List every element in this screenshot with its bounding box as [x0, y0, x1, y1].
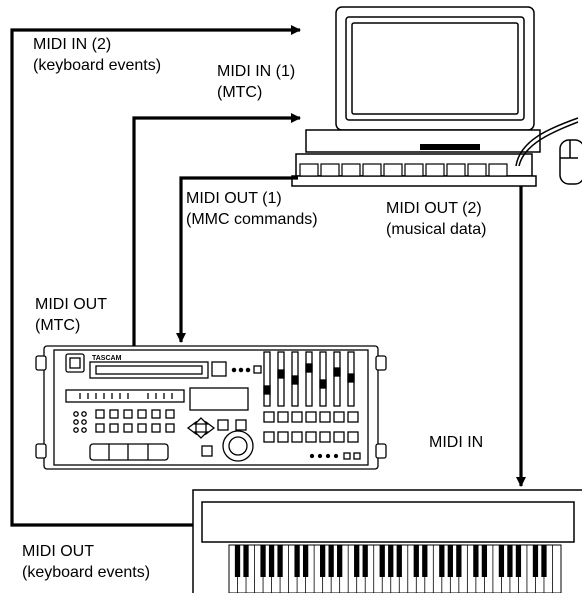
white-keys-bed [228, 544, 562, 593]
label-computer-midi-in-1-port: MIDI IN (1) [217, 63, 296, 80]
label-keyboard-midi-out-port: MIDI OUT [22, 543, 94, 560]
black-key [447, 545, 453, 577]
label-computer-midi-out-1-desc: (MMC commands) [186, 211, 318, 228]
label-computer-midi-out-1: MIDI OUT (1) (MMC commands) [186, 188, 318, 230]
label-keyboard-midi-out-desc: (keyboard events) [22, 564, 151, 581]
music-keyboard [192, 489, 582, 593]
cable-computer-out-1-to-recorder [176, 176, 298, 343]
computer [291, 6, 582, 187]
recorder-brand-label: TASCAM [92, 355, 122, 362]
black-key [541, 545, 547, 577]
black-key [532, 545, 539, 577]
black-key [320, 545, 326, 577]
black-key [277, 545, 283, 577]
label-keyboard-midi-in-port: MIDI IN [429, 434, 484, 451]
label-computer-midi-out-1-port: MIDI OUT (1) [186, 190, 282, 207]
black-key [243, 545, 249, 577]
multitrack-recorder: TASCAM [35, 345, 387, 470]
black-key [328, 545, 334, 577]
black-key [379, 545, 385, 577]
label-computer-midi-in-1: MIDI IN (1) (MTC) [217, 61, 295, 103]
computer-mouse [515, 117, 582, 185]
black-key [302, 545, 309, 577]
black-key [515, 545, 522, 577]
cable-keyboard-out-to-computer-in-2 [10, 25, 301, 527]
label-computer-midi-out-2-port: MIDI OUT (2) [386, 200, 482, 217]
black-key [422, 545, 428, 577]
black-key [396, 545, 402, 577]
black-key [439, 545, 445, 577]
label-computer-midi-in-2-desc: (keyboard events) [33, 57, 162, 74]
label-computer-midi-out-2: MIDI OUT (2) (musical data) [386, 198, 486, 240]
midi-cables [10, 25, 526, 527]
black-key [354, 545, 360, 577]
black-key [268, 545, 275, 577]
label-computer-midi-out-2-desc: (musical data) [386, 221, 487, 238]
black-key [413, 545, 419, 577]
black-key [498, 545, 505, 577]
black-key [337, 545, 343, 577]
black-key [294, 545, 300, 577]
black-key [260, 545, 266, 577]
black-key [473, 545, 479, 577]
piano-keys [228, 544, 562, 593]
computer-keyboard-unit [291, 153, 537, 187]
black-key [507, 545, 513, 577]
label-computer-midi-in-1-desc: (MTC) [217, 84, 263, 101]
computer-monitor [305, 6, 541, 153]
black-key [388, 545, 394, 577]
label-keyboard-midi-out: MIDI OUT (keyboard events) [22, 541, 150, 583]
black-key [456, 545, 462, 577]
black-key [234, 545, 241, 577]
label-computer-midi-in-2-port: MIDI IN (2) [33, 36, 112, 53]
label-keyboard-midi-in: MIDI IN [429, 432, 483, 453]
label-computer-midi-in-2: MIDI IN (2) (keyboard events) [33, 34, 161, 76]
label-recorder-midi-out: MIDI OUT (MTC) [35, 294, 107, 336]
black-key [362, 545, 368, 577]
black-key [481, 545, 488, 577]
label-recorder-midi-out-desc: (MTC) [35, 317, 81, 334]
label-recorder-midi-out-port: MIDI OUT [35, 296, 107, 313]
cable-recorder-out-to-computer-in-1 [132, 113, 301, 346]
